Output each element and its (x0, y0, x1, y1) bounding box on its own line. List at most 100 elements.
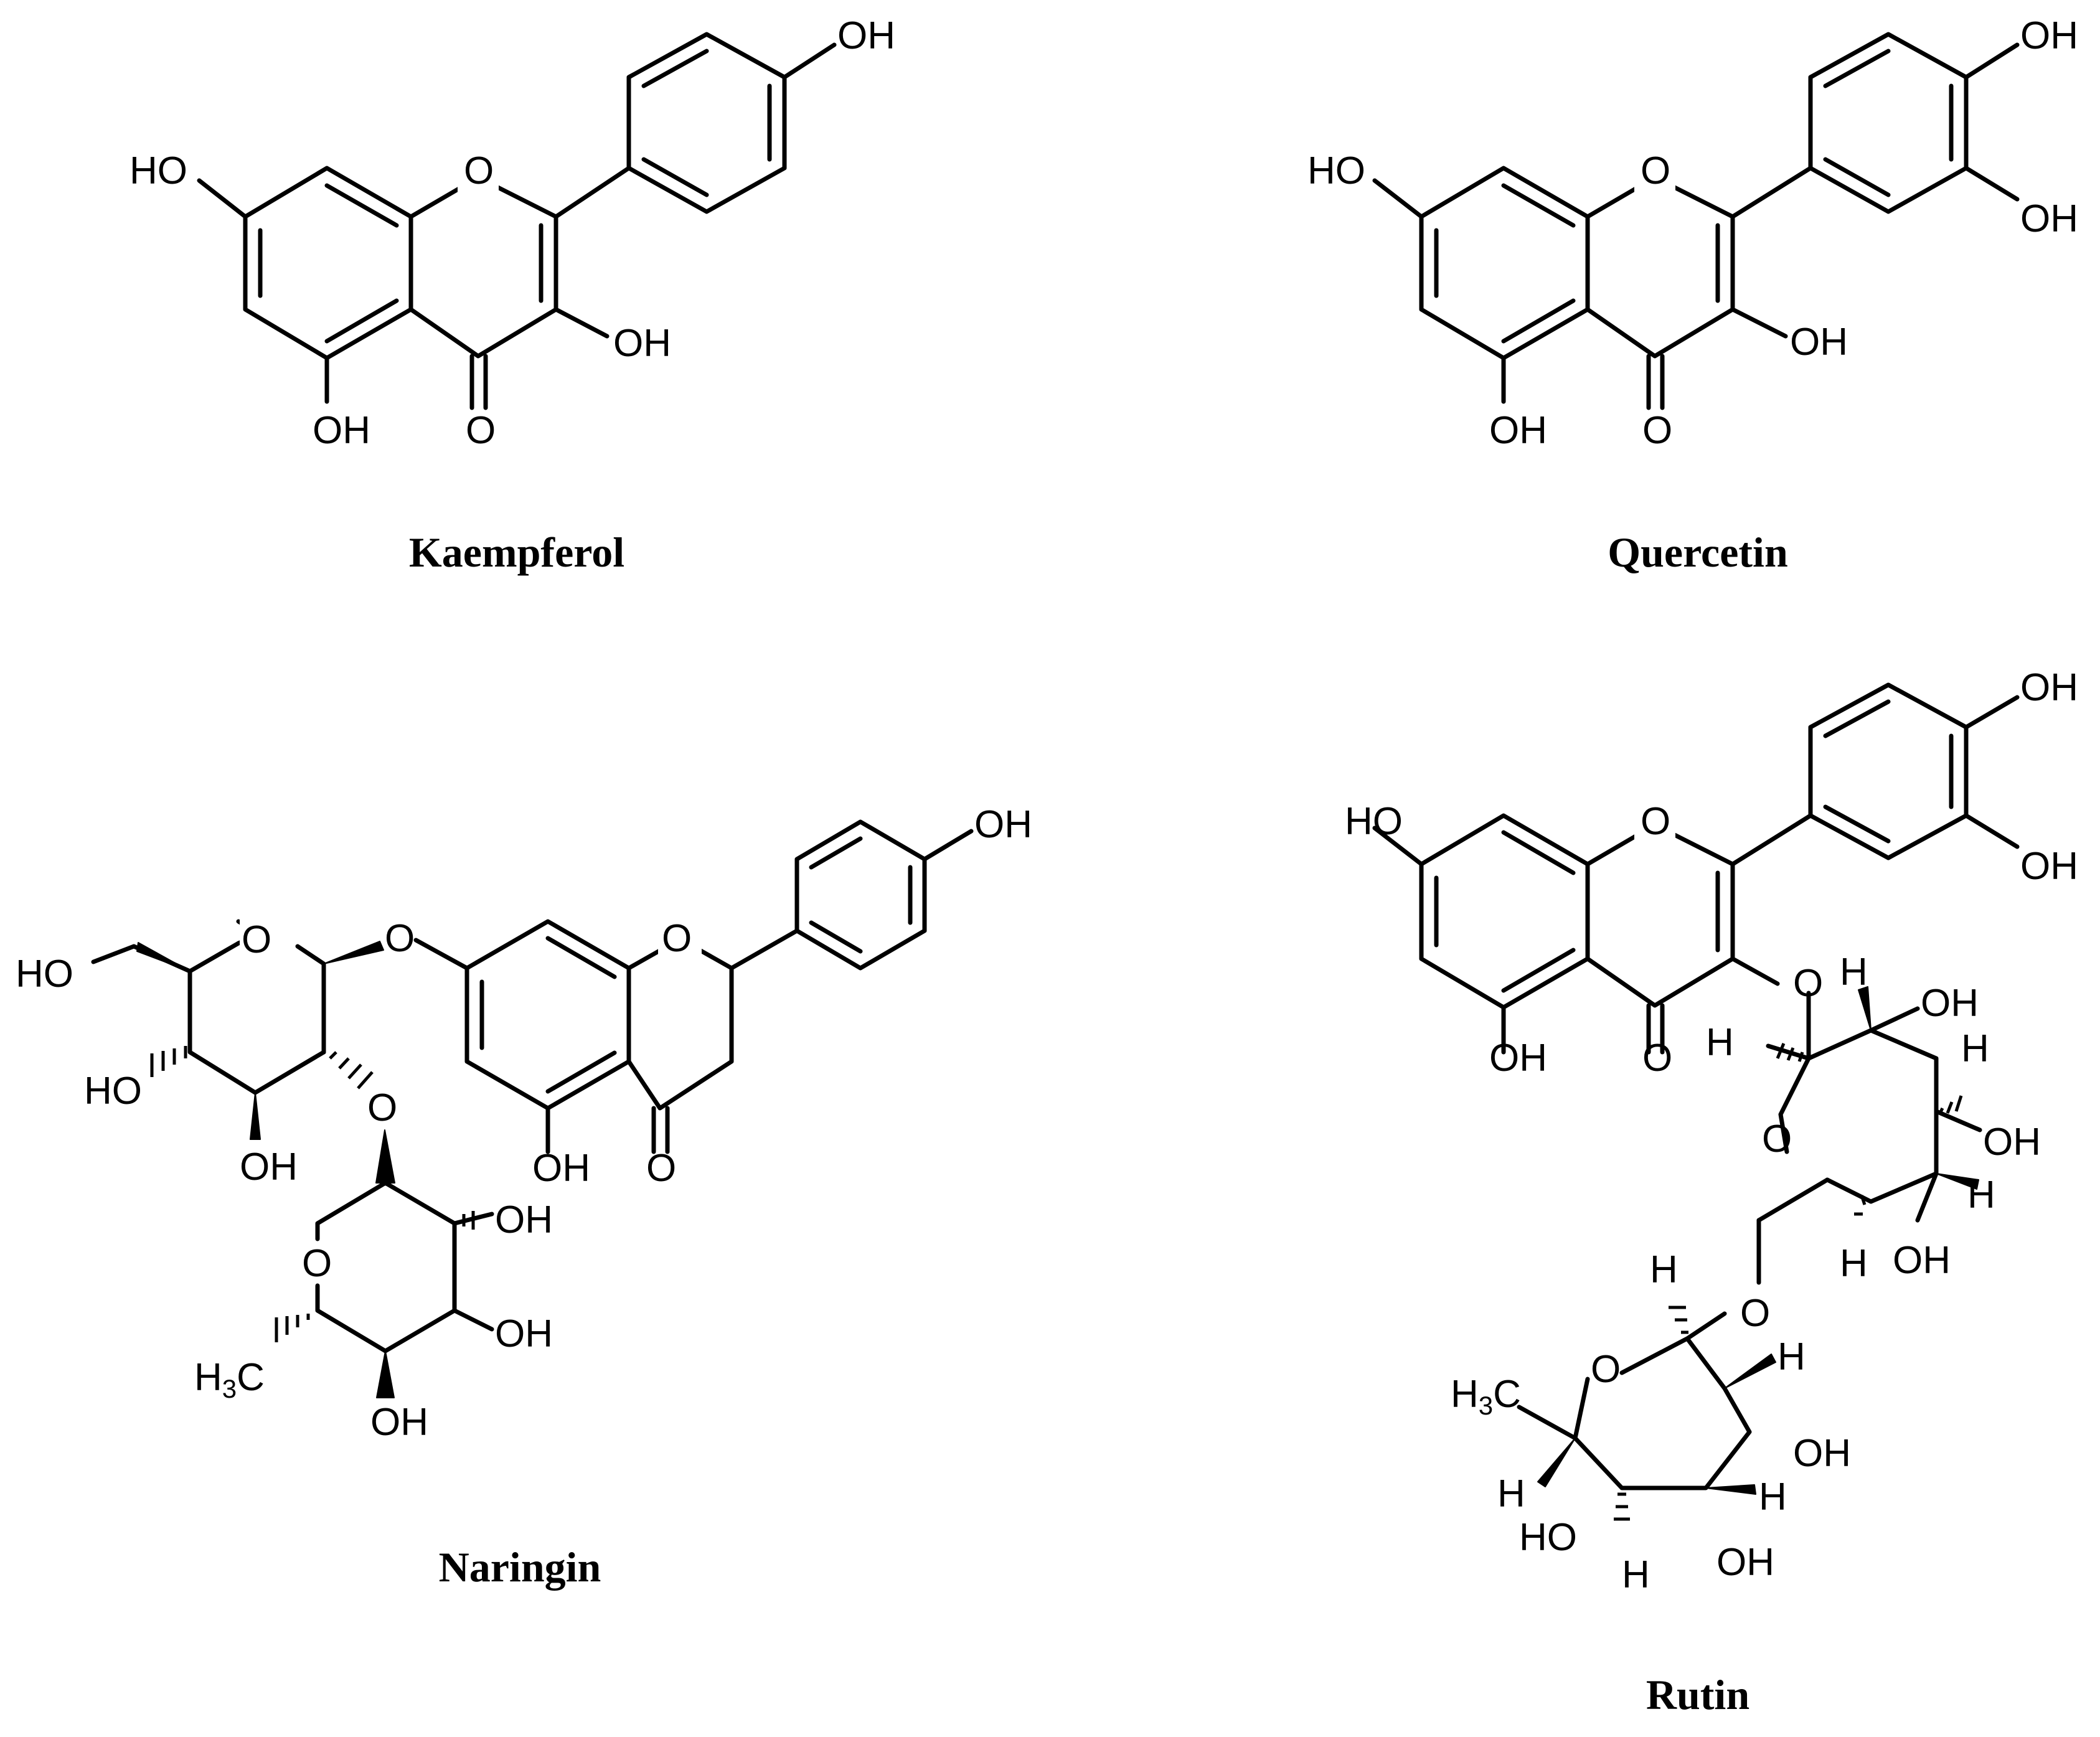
hash-bond (1938, 1095, 1963, 1116)
bond (197, 178, 248, 219)
bond-inner (324, 298, 399, 344)
bond (553, 166, 631, 219)
atom-label: H (1622, 1553, 1650, 1596)
bond (1808, 32, 1969, 214)
atom-label: OH (974, 803, 1032, 846)
atom-label: O (1641, 800, 1670, 843)
bond-inner (1501, 948, 1576, 993)
atom-subscript: 3 (1479, 1391, 1493, 1420)
bond (1372, 178, 1424, 219)
naringin-atoms: OH O O HO O HO OH O OH O O OH OH OH H3C (16, 803, 1032, 1444)
bond (626, 32, 787, 214)
kaempferol-structure: HO O OH OH OH O Kaempferol (129, 14, 895, 576)
atom-label: H (1967, 1174, 1995, 1217)
wedge-bond (323, 941, 384, 964)
naringin-structure: OH O O HO O HO OH O OH O O OH OH OH H3C … (16, 803, 1032, 1591)
bond (1730, 166, 1813, 219)
bond-inner (1823, 699, 1891, 738)
bond-inner (1501, 183, 1576, 228)
rutin-atoms: HO O OH OH OH O O H H OH H OH O H H OH O… (1345, 666, 2078, 1596)
bond (1372, 826, 1424, 867)
bond (1964, 813, 2020, 849)
atom-label: O (302, 1242, 332, 1285)
atom-label: H (1961, 1027, 1989, 1070)
bond (729, 928, 799, 971)
atom-label: O (1591, 1348, 1621, 1391)
rutin-bonds (1372, 682, 2020, 1490)
atom-label: H (1497, 1472, 1525, 1515)
bond (1808, 682, 1969, 860)
atom-label: OH (1489, 1037, 1547, 1080)
atom-label: OH (1790, 321, 1848, 364)
bond (1585, 822, 1735, 1008)
bond-inner (1823, 49, 1891, 88)
bond-inner (641, 49, 709, 88)
quercetin-atoms: HO O OH OH OH OH O (1307, 14, 2078, 452)
atom-label: HO (1345, 800, 1403, 843)
atom-label: H (1451, 1373, 1479, 1416)
bond (1964, 166, 2020, 202)
atom-label: OH (2020, 197, 2078, 240)
atom-label: O (1740, 1292, 1770, 1335)
atom-subscript: 3 (222, 1374, 237, 1403)
bond (1730, 956, 1780, 986)
wedge-bond (1705, 1484, 1756, 1495)
bond (408, 175, 558, 359)
hash-bond (1776, 1043, 1804, 1062)
atom-label: C (237, 1356, 265, 1399)
quercetin-bonds (1372, 32, 2020, 410)
bond (1730, 813, 1813, 867)
bond (315, 1180, 457, 1353)
bond (1934, 1109, 1982, 1132)
atom-label: OH (837, 14, 895, 57)
atom-label: O (242, 918, 271, 961)
bond (1778, 991, 1939, 1204)
bond-inner (1501, 830, 1576, 875)
atom-label: HO (84, 1070, 142, 1113)
bond (1573, 1311, 1752, 1490)
atom-label: O (662, 917, 692, 960)
bond (782, 42, 837, 80)
bond (1730, 307, 1788, 339)
wedge-bond (1936, 1173, 1979, 1190)
atom-label: H (1840, 1242, 1868, 1285)
atom-label: OH (532, 1147, 590, 1190)
bond (1964, 695, 2020, 730)
kaempferol-bonds (197, 32, 837, 410)
bond (91, 944, 136, 964)
hash-bond (275, 1314, 310, 1342)
atom-label: O (367, 1086, 397, 1129)
atom-label: OH (370, 1401, 428, 1444)
bond (243, 166, 413, 360)
bond (413, 938, 469, 971)
hash-bond (1614, 1492, 1630, 1521)
atom-label: OH (2020, 14, 2078, 57)
atom-label: H (1706, 1021, 1734, 1064)
atom-label: O (646, 1147, 676, 1190)
atom-label: OH (495, 1198, 553, 1241)
bond-inner (641, 157, 709, 197)
bond-inner (1501, 298, 1576, 344)
atom-label: O (1642, 1037, 1672, 1080)
atom-label: HO (16, 953, 73, 996)
bond (922, 829, 974, 862)
bond (1964, 42, 2020, 80)
wedge-bond (1858, 986, 1872, 1031)
atom-label: OH (240, 1146, 298, 1189)
naringin-bonds (91, 819, 974, 1154)
compound-name-naringin: Naringin (439, 1543, 601, 1591)
atom-label: OH (1893, 1239, 1951, 1282)
atom-label: HO (1307, 149, 1365, 192)
wedge-bond (136, 942, 191, 972)
bond-inner (809, 920, 863, 954)
kaempferol-atoms: HO O OH OH OH O (129, 14, 895, 452)
atom-label: H (1840, 951, 1868, 994)
atom-label: HO (129, 149, 187, 192)
wedge-bond (250, 1092, 261, 1140)
atom-label: O (1793, 962, 1823, 1005)
atom-label: C (1493, 1373, 1521, 1416)
bond (452, 1308, 494, 1332)
bond (1756, 1177, 1830, 1223)
bond (1419, 813, 1590, 1010)
